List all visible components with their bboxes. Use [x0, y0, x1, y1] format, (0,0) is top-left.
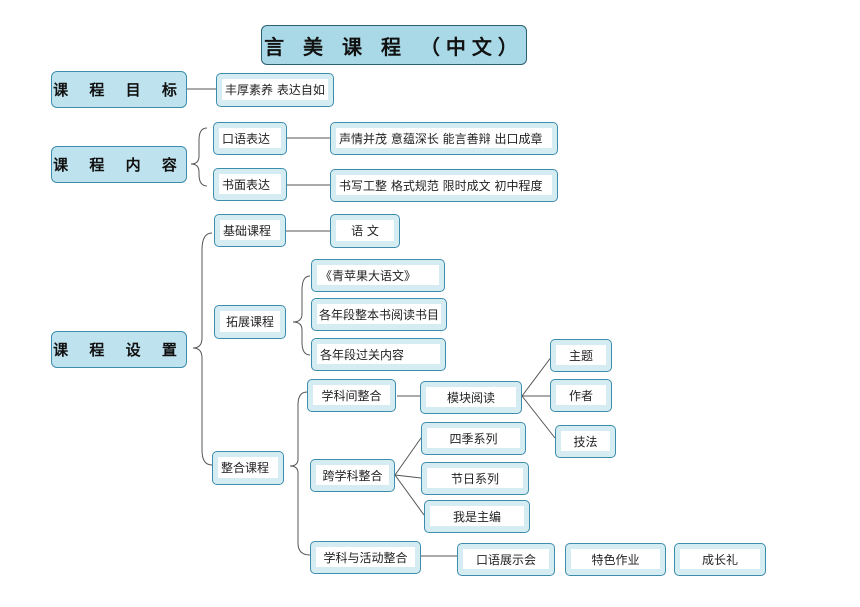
cross-label: 跨学科整合 — [316, 465, 389, 485]
cross-item-1: 节日系列 — [421, 462, 529, 495]
page-title: 言 美 课 程 （中文） — [261, 25, 527, 65]
content-label: 课 程 内 容 — [51, 146, 187, 183]
cross-box: 跨学科整合 — [310, 459, 395, 492]
activity-label: 学科与活动整合 — [316, 547, 415, 567]
goal-label: 课 程 目 标 — [51, 71, 187, 108]
setup-label: 课 程 设 置 — [51, 331, 187, 368]
brace-setup — [192, 232, 213, 466]
module-box: 模块阅读 — [420, 381, 522, 414]
connector-theme — [521, 355, 553, 397]
written-text: 书写工整 格式规范 限时成文 初中程度 — [336, 175, 552, 195]
written-label: 书面表达 — [219, 174, 281, 194]
activity-item-1-text: 特色作业 — [571, 549, 660, 569]
activity-item-0-text: 口语展示会 — [463, 549, 549, 569]
cross-item-2-text: 我是主编 — [430, 506, 524, 526]
basic-label: 基础课程 — [220, 220, 280, 240]
oral-text: 声情并茂 意蕴深长 能言善辩 出口成章 — [336, 128, 552, 148]
extended-label: 拓展课程 — [220, 311, 280, 332]
cross-item-0: 四季系列 — [421, 422, 526, 455]
connector-festivals — [394, 474, 422, 479]
written-text-box: 书写工整 格式规范 限时成文 初中程度 — [330, 169, 558, 202]
brace-integrated — [289, 391, 311, 556]
extended-item-1: 各年段整本书阅读书目 — [311, 298, 447, 331]
aspect-author: 作者 — [550, 379, 612, 412]
extended-item-0: 《青苹果大语文》 — [311, 259, 445, 292]
brace-extended — [292, 275, 311, 356]
extended-item-2: 各年段过关内容 — [311, 338, 446, 371]
oral-text-box: 声情并茂 意蕴深长 能言善辩 出口成章 — [330, 122, 558, 155]
connector-technique — [521, 395, 556, 439]
activity-item-0: 口语展示会 — [457, 543, 555, 576]
aspect-theme: 主题 — [550, 339, 612, 372]
extended-item-0-text: 《青苹果大语文》 — [317, 265, 439, 285]
activity-box: 学科与活动整合 — [310, 541, 421, 574]
brace-content — [190, 127, 208, 187]
cross-item-2: 我是主编 — [424, 500, 530, 533]
cross-item-0-text: 四季系列 — [427, 428, 520, 448]
aspect-theme-text: 主题 — [556, 345, 606, 365]
goal-box: 丰厚素养 表达自如 — [216, 73, 334, 107]
intra-label: 学科间整合 — [313, 385, 390, 405]
extended-box: 拓展课程 — [214, 305, 286, 339]
activity-item-1: 特色作业 — [565, 543, 666, 576]
chinese-text: 语 文 — [336, 220, 394, 241]
aspect-author-text: 作者 — [556, 385, 606, 405]
cross-item-1-text: 节日系列 — [427, 468, 523, 488]
activity-item-2-text: 成长礼 — [680, 549, 760, 569]
activity-item-2: 成长礼 — [674, 543, 766, 576]
integrated-label: 整合课程 — [218, 457, 278, 478]
written-box: 书面表达 — [213, 168, 287, 201]
extended-item-1-text: 各年段整本书阅读书目 — [317, 304, 441, 324]
intra-box: 学科间整合 — [307, 379, 396, 412]
module-label: 模块阅读 — [426, 387, 516, 407]
goal-text: 丰厚素养 表达自如 — [222, 79, 328, 100]
oral-box: 口语表达 — [213, 122, 287, 155]
connector-editor — [394, 474, 425, 516]
extended-item-2-text: 各年段过关内容 — [317, 344, 440, 364]
basic-box: 基础课程 — [214, 214, 286, 247]
aspect-technique: 技法 — [555, 425, 616, 458]
chinese-box: 语 文 — [330, 214, 400, 248]
connector-seasons — [394, 437, 422, 476]
oral-label: 口语表达 — [219, 128, 281, 148]
integrated-box: 整合课程 — [212, 451, 284, 485]
aspect-technique-text: 技法 — [561, 431, 610, 451]
